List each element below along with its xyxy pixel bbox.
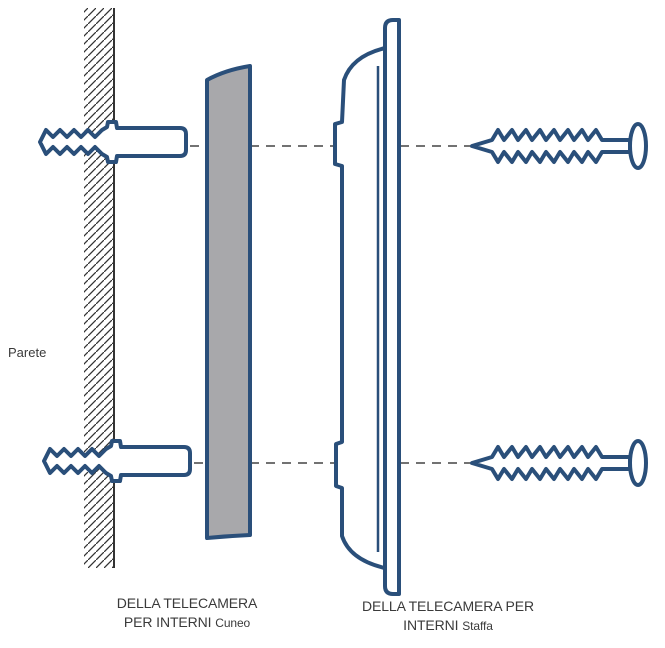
bracket-caption-line2: INTERNI Staffa [316, 616, 580, 635]
bracket-back-plate [383, 18, 401, 596]
wall-anchor-top [38, 120, 188, 164]
bracket-caption: DELLA TELECAMERA PER INTERNI Staffa [316, 597, 580, 635]
alignment-lines [190, 145, 472, 464]
wall-hatching [84, 8, 114, 568]
bracket-caption-word: Staffa [462, 618, 493, 633]
screw-bottom [470, 439, 648, 487]
bracket-housing [333, 46, 387, 570]
bracket-caption-caps: INTERNI [403, 616, 459, 633]
wall-anchor-bottom [42, 439, 192, 483]
wedge-caption-line1: DELLA TELECAMERA [116, 595, 258, 611]
wall-label: Parete [8, 345, 47, 360]
bracket-caption-line1: DELLA TELECAMERA PER [361, 598, 535, 614]
bracket [333, 18, 401, 596]
wall [84, 8, 115, 568]
wedge [205, 64, 252, 540]
wedge-caption-line2: PER INTERNI Cuneo [82, 613, 292, 632]
screw-top [470, 122, 648, 170]
wedge-caption-word: Cuneo [215, 615, 251, 630]
wedge-caption-caps: PER INTERNI [123, 613, 212, 630]
wedge-caption: DELLA TELECAMERA PER INTERNI Cuneo [82, 594, 292, 632]
